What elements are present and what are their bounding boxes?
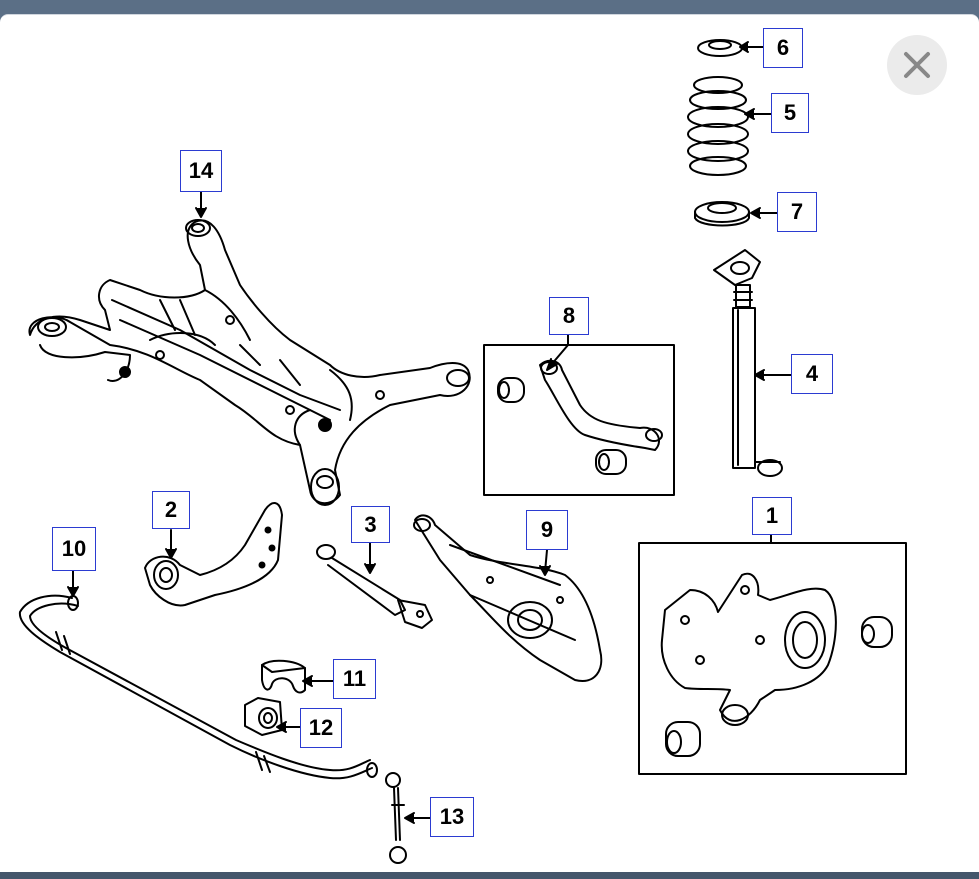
callout-1: 1 bbox=[752, 497, 792, 535]
lower-spring-insulator bbox=[694, 201, 750, 227]
stabilizer-bushing bbox=[244, 697, 283, 736]
stabilizer-bushing-clamp bbox=[261, 659, 306, 694]
bottom-bar bbox=[0, 872, 979, 879]
callout-11: 11 bbox=[333, 659, 376, 699]
lower-arm bbox=[144, 502, 283, 607]
rear-subframe bbox=[28, 219, 471, 506]
stabilizer-link bbox=[385, 772, 407, 864]
close-button[interactable] bbox=[887, 35, 947, 95]
diagram-frame bbox=[0, 14, 979, 873]
upper-spring-insulator bbox=[697, 39, 743, 57]
callout-2: 2 bbox=[152, 491, 190, 529]
coil-spring bbox=[687, 76, 749, 176]
stabilizer-bar bbox=[18, 594, 378, 780]
callout-6: 6 bbox=[763, 28, 803, 68]
callout-14: 14 bbox=[180, 150, 222, 192]
upper-arm-group bbox=[483, 344, 675, 496]
callout-8: 8 bbox=[549, 297, 589, 335]
callout-13: 13 bbox=[430, 797, 474, 837]
callout-12: 12 bbox=[300, 708, 342, 748]
lateral-link bbox=[316, 544, 433, 629]
close-icon bbox=[904, 52, 930, 78]
callout-4: 4 bbox=[791, 354, 833, 394]
lower-control-arm bbox=[413, 514, 603, 682]
callout-5: 5 bbox=[771, 93, 809, 133]
callout-10: 10 bbox=[52, 527, 96, 571]
shock-absorber bbox=[713, 249, 783, 477]
callout-3: 3 bbox=[351, 506, 390, 543]
knuckle-group bbox=[638, 542, 907, 775]
leader-lines bbox=[67, 41, 792, 824]
callout-9: 9 bbox=[526, 510, 568, 550]
callout-7: 7 bbox=[777, 192, 817, 232]
